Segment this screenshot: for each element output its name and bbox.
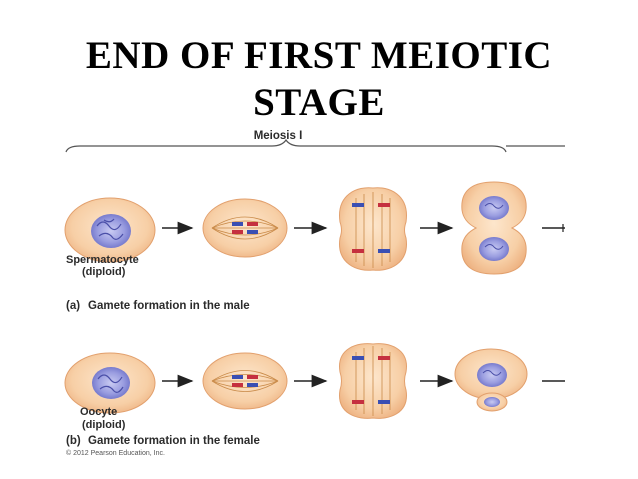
spindle (211, 216, 279, 240)
spindle (211, 370, 279, 392)
spermatocyte-sublabel: (diploid) (82, 266, 126, 278)
slide-title: END OF FIRST MEIOTIC STAGE (0, 32, 638, 126)
female-polar-body (476, 392, 508, 412)
male-anaphase-cell (339, 187, 407, 271)
nucleus (479, 196, 509, 220)
female-row: Oocyte (diploid) (b) Gamete formation in… (64, 343, 565, 447)
bracket-label: Meiosis I (254, 130, 303, 142)
copyright-notice: © 2012 Pearson Education, Inc. (66, 449, 165, 457)
male-metaphase-cell (202, 198, 288, 258)
nucleus (91, 214, 131, 248)
chromosomes (232, 375, 258, 387)
female-caption-text: Gamete formation in the female (88, 435, 260, 447)
oocyte-sublabel: (diploid) (82, 419, 126, 431)
chromosomes (352, 203, 390, 253)
male-daughter-cells (461, 181, 527, 275)
spermatocyte-label: Spermatocyte (66, 254, 139, 266)
chromosomes (232, 222, 258, 234)
meiosis-bracket: Meiosis I (65, 130, 565, 153)
female-secondary-oocyte (454, 348, 528, 400)
male-row: Spermatocyte (diploid) (a) Gamete format… (64, 181, 565, 312)
nucleus (479, 237, 509, 261)
male-spermatocyte-cell (64, 197, 156, 263)
slide-title-line-1: END OF FIRST MEIOTIC (85, 34, 553, 77)
female-oocyte-cell (64, 352, 156, 414)
nucleus (92, 367, 130, 399)
slide-title-line-2: STAGE (253, 81, 385, 124)
female-caption-letter: (b) (66, 435, 81, 447)
female-anaphase-cell (339, 343, 407, 419)
chromosomes (352, 356, 390, 404)
oocyte-label: Oocyte (80, 406, 117, 418)
male-caption-letter: (a) (66, 300, 80, 312)
female-metaphase-cell (202, 352, 288, 410)
male-caption-text: Gamete formation in the male (88, 300, 250, 312)
nucleus (477, 363, 507, 387)
